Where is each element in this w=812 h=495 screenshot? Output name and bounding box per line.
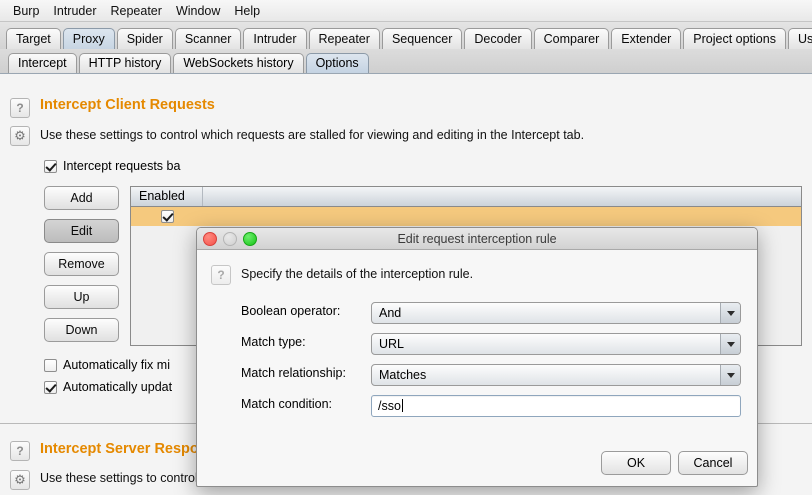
chevron-down-icon[interactable] xyxy=(720,334,740,354)
auto-update-checkbox[interactable] xyxy=(44,380,57,394)
subtab-intercept[interactable]: Intercept xyxy=(8,53,77,73)
chevron-down-icon[interactable] xyxy=(720,303,740,323)
field-match-type: Match type: URL xyxy=(241,333,741,355)
server-responses-gear-icon[interactable]: ⚙ xyxy=(10,470,30,490)
auto-fix-label: Automatically fix mi xyxy=(63,358,170,372)
table-header-row: Enabled xyxy=(131,187,801,207)
column-header-enabled[interactable]: Enabled xyxy=(131,187,203,206)
client-requests-description: Use these settings to control which requ… xyxy=(40,128,585,142)
table-row[interactable] xyxy=(131,207,801,226)
match-condition-label: Match condition: xyxy=(241,397,333,411)
match-relationship-label: Match relationship: xyxy=(241,366,346,380)
match-condition-input[interactable]: /sso xyxy=(371,395,741,417)
tab-user-options[interactable]: Use xyxy=(787,28,812,49)
intercept-requests-checkbox-row[interactable]: Intercept requests ba xyxy=(44,159,180,173)
match-type-value: URL xyxy=(379,337,405,351)
match-type-select[interactable]: URL xyxy=(371,333,741,355)
menu-item-burp[interactable]: Burp xyxy=(13,3,40,18)
boolean-operator-label: Boolean operator: xyxy=(241,304,341,318)
cancel-button[interactable]: Cancel xyxy=(678,451,748,475)
proxy-sub-tab-strip: Intercept HTTP history WebSockets histor… xyxy=(0,49,812,74)
menu-item-help[interactable]: Help xyxy=(234,3,261,18)
tab-sequencer[interactable]: Sequencer xyxy=(381,28,463,49)
tab-decoder[interactable]: Decoder xyxy=(464,28,532,49)
add-button[interactable]: Add xyxy=(44,186,119,210)
auto-update-label: Automatically updat xyxy=(63,380,173,394)
intercept-requests-checkbox[interactable] xyxy=(44,159,57,173)
remove-button[interactable]: Remove xyxy=(44,252,119,276)
menu-item-intruder[interactable]: Intruder xyxy=(53,3,97,18)
server-responses-title: Intercept Server Responses xyxy=(40,441,232,457)
subtab-http-history[interactable]: HTTP history xyxy=(78,53,172,73)
subtab-options[interactable]: Options xyxy=(305,53,369,73)
tab-spider[interactable]: Spider xyxy=(116,28,173,49)
edit-button[interactable]: Edit xyxy=(44,219,119,243)
server-responses-help-icon[interactable]: ? xyxy=(10,441,30,461)
tab-repeater[interactable]: Repeater xyxy=(308,28,380,49)
main-tab-strip: Target Proxy Spider Scanner Intruder Rep… xyxy=(0,22,812,49)
client-requests-help-icon[interactable]: ? xyxy=(10,98,30,118)
auto-update-checkbox-row[interactable]: Automatically updat xyxy=(44,380,172,394)
row-enabled-checkbox[interactable] xyxy=(160,210,174,223)
tab-project-options[interactable]: Project options xyxy=(683,28,786,49)
zoom-button-icon[interactable] xyxy=(243,231,257,246)
auto-fix-checkbox-row[interactable]: Automatically fix mi xyxy=(44,358,170,372)
down-button[interactable]: Down xyxy=(44,318,119,342)
text-cursor xyxy=(401,399,403,412)
up-button[interactable]: Up xyxy=(44,285,119,309)
dialog-help-icon[interactable]: ? xyxy=(211,265,231,285)
dialog-instruction: Specify the details of the interception … xyxy=(241,267,474,281)
tab-proxy[interactable]: Proxy xyxy=(62,28,115,49)
menu-item-repeater[interactable]: Repeater xyxy=(110,3,162,18)
tab-intruder[interactable]: Intruder xyxy=(243,28,307,49)
tab-scanner[interactable]: Scanner xyxy=(174,28,242,49)
field-boolean-operator: Boolean operator: And xyxy=(241,302,741,324)
dialog-title-bar[interactable]: Edit request interception rule xyxy=(197,228,757,250)
match-condition-value: /sso xyxy=(378,399,401,413)
ok-button[interactable]: OK xyxy=(601,451,671,475)
row-rest-cell xyxy=(203,207,801,226)
minimize-button-icon xyxy=(223,231,237,246)
column-header-spacer xyxy=(203,187,801,206)
options-content: ? ⚙ Intercept Client Requests Use these … xyxy=(0,74,812,495)
dialog-title: Edit request interception rule xyxy=(397,231,557,246)
auto-fix-checkbox[interactable] xyxy=(44,358,57,372)
menu-bar: Burp Intruder Repeater Window Help xyxy=(0,0,812,22)
field-match-relationship: Match relationship: Matches xyxy=(241,364,741,386)
edit-rule-dialog[interactable]: Edit request interception rule ? Specify… xyxy=(196,227,758,487)
match-relationship-value: Matches xyxy=(379,368,427,382)
dialog-body: ? Specify the details of the interceptio… xyxy=(197,250,757,487)
tab-extender[interactable]: Extender xyxy=(611,28,682,49)
match-type-label: Match type: xyxy=(241,335,306,349)
field-match-condition: Match condition: /sso xyxy=(241,395,741,417)
boolean-operator-select[interactable]: And xyxy=(371,302,741,324)
tab-comparer[interactable]: Comparer xyxy=(533,28,610,49)
client-requests-title: Intercept Client Requests xyxy=(40,97,215,113)
intercept-requests-label: Intercept requests ba xyxy=(63,159,181,173)
row-enabled-cell[interactable] xyxy=(131,207,203,226)
boolean-operator-value: And xyxy=(379,306,402,320)
client-requests-gear-icon[interactable]: ⚙ xyxy=(10,126,30,146)
close-button-icon[interactable] xyxy=(203,231,217,246)
subtab-websockets-history[interactable]: WebSockets history xyxy=(173,53,304,73)
chevron-down-icon[interactable] xyxy=(720,365,740,385)
tab-target[interactable]: Target xyxy=(6,28,61,49)
match-relationship-select[interactable]: Matches xyxy=(371,364,741,386)
menu-item-window[interactable]: Window xyxy=(175,3,221,18)
